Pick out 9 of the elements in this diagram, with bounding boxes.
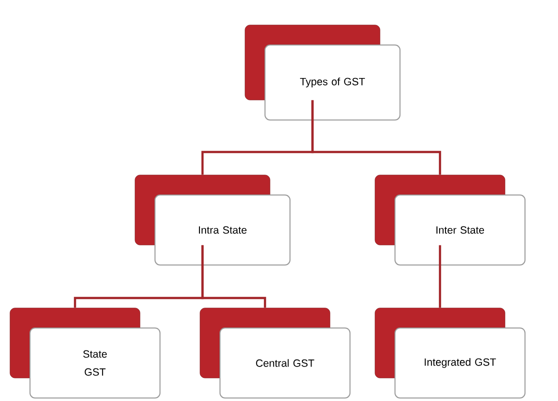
connector-line [311,100,442,175]
box: Integrated GST [374,308,526,398]
box: State GST [10,308,160,398]
connector-line [438,245,442,308]
box: Inter State [374,174,526,266]
box: Intra State [134,174,290,266]
box: Central GST [200,308,350,398]
connector-line [201,245,266,308]
box: Types of GST [244,24,400,120]
